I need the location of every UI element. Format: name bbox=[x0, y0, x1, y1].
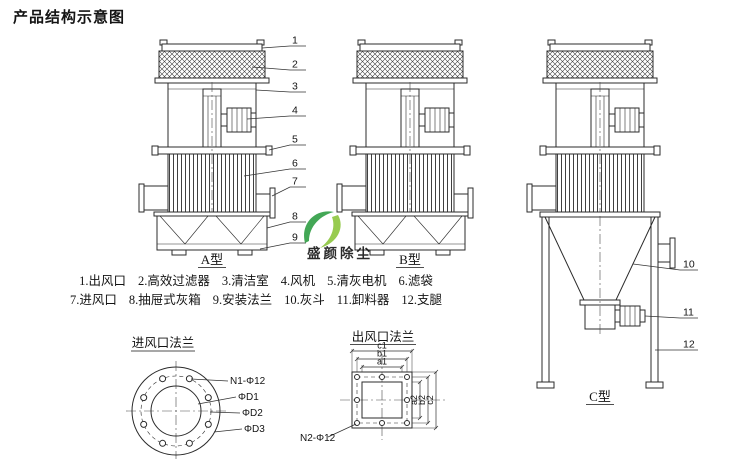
legend-line-1: 1.出风口 2.高效过滤器 3.清洁室 4.风机 5.清灰电机 6.滤袋 bbox=[79, 273, 433, 288]
inlet-flange-drawing: 进风口法兰 N1-Φ12 ΦD1 ΦD2 ΦD3 bbox=[126, 336, 266, 459]
collector-c-drawing: C型 bbox=[526, 39, 676, 405]
flange-outer-square bbox=[351, 371, 413, 429]
dim-c1-label: c1 bbox=[377, 341, 387, 351]
diameter-d3-label: ΦD3 bbox=[244, 424, 265, 435]
dim-line-a1 bbox=[359, 364, 405, 370]
callout-number: 4 bbox=[292, 105, 298, 117]
callout-2: 2 bbox=[251, 59, 306, 71]
callout-3: 3 bbox=[255, 81, 306, 93]
legend-item: 1.出风口 bbox=[79, 274, 126, 288]
legend-item: 4.风机 bbox=[281, 274, 316, 288]
callout-8: 8 bbox=[266, 211, 306, 229]
callout-1: 1 bbox=[261, 35, 306, 49]
dim-line-a2 bbox=[417, 379, 423, 421]
callout-number: 6 bbox=[292, 158, 298, 170]
callout-number: 10 bbox=[683, 259, 695, 271]
diameter-d1-label: ΦD1 bbox=[238, 392, 259, 403]
legend-item: 2.高效过滤器 bbox=[138, 273, 210, 288]
outlet-flange-title: 出风口法兰 bbox=[352, 330, 415, 344]
callout-9: 9 bbox=[259, 232, 306, 250]
callout-number: 3 bbox=[292, 81, 298, 93]
callout-number: 5 bbox=[292, 134, 298, 146]
callout-number: 9 bbox=[292, 232, 298, 244]
callout-number: 1 bbox=[292, 35, 298, 47]
legend-line-2: 7.进风口 8.抽屉式灰箱 9.安装法兰 10.灰斗 11.卸料器 12.支腿 bbox=[70, 292, 443, 307]
callout-number: 12 bbox=[683, 339, 695, 351]
page-title: 产品结构示意图 bbox=[13, 8, 125, 26]
legend-item: 10.灰斗 bbox=[284, 293, 325, 307]
legend-item: 9.安装法兰 bbox=[213, 292, 272, 307]
parts-legend: 1.出风口 2.高效过滤器 3.清洁室 4.风机 5.清灰电机 6.滤袋 7.进风口 8.抽… bbox=[70, 273, 443, 307]
legend-item: 5.清灰电机 bbox=[327, 274, 387, 288]
flange-bore-circle bbox=[150, 385, 202, 437]
diameter-d2-label: ΦD2 bbox=[242, 408, 263, 419]
legend-item: 6.滤袋 bbox=[399, 274, 434, 288]
watermark-text: 盛颜除尘 bbox=[307, 245, 373, 261]
callout-number: 7 bbox=[292, 176, 298, 188]
dim-b2-label: b2 bbox=[417, 395, 427, 405]
view-label-b: B型 bbox=[399, 252, 421, 267]
view-label-a: A型 bbox=[201, 252, 223, 267]
outlet-bolt-spec-label: N2-Φ12 bbox=[300, 433, 336, 444]
callout-12: 12 bbox=[655, 339, 698, 351]
callout-number: 8 bbox=[292, 211, 298, 223]
view-label-c: C型 bbox=[589, 389, 611, 404]
dim-line-c2 bbox=[433, 369, 439, 431]
flange-opening-square bbox=[361, 381, 403, 419]
dim-c2-label: c2 bbox=[425, 395, 435, 405]
callout-number: 11 bbox=[683, 307, 694, 319]
bolt-holes bbox=[354, 374, 410, 426]
dim-b1-label: b1 bbox=[377, 349, 387, 359]
callout-10: 10 bbox=[632, 259, 698, 271]
dim-line-b2 bbox=[425, 374, 431, 426]
bolt-holes bbox=[140, 375, 212, 447]
logo-swoosh-light bbox=[320, 215, 341, 248]
dim-line-c1 bbox=[349, 348, 415, 354]
legend-item: 8.抽屉式灰箱 bbox=[129, 292, 201, 307]
legend-item: 7.进风口 bbox=[70, 293, 117, 307]
logo-swoosh-dark bbox=[304, 211, 334, 243]
legend-item: 3.清洁室 bbox=[222, 273, 269, 288]
callout-6: 6 bbox=[243, 158, 306, 177]
callout-7: 7 bbox=[271, 176, 306, 197]
callout-5: 5 bbox=[268, 134, 306, 151]
inlet-flange-title: 进风口法兰 bbox=[132, 336, 195, 350]
dim-line-b1 bbox=[354, 356, 410, 362]
legend-item: 12.支腿 bbox=[401, 293, 442, 307]
outlet-flange-drawing: 出风口法兰 a1 b1 c1 a2 b2 c2 N2-Φ12 bbox=[300, 330, 446, 444]
callout-number: 2 bbox=[292, 59, 298, 71]
legend-item: 11.卸料器 bbox=[337, 292, 390, 307]
callout-11: 11 bbox=[644, 307, 698, 319]
collector-b-drawing: B型 bbox=[336, 39, 474, 268]
dim-a1-label: a1 bbox=[377, 357, 387, 367]
watermark-logo: 盛颜除尘 bbox=[304, 211, 373, 261]
dim-a2-label: a2 bbox=[409, 395, 419, 405]
collector-a-drawing: A型 bbox=[138, 39, 276, 268]
callout-4: 4 bbox=[246, 105, 306, 120]
inlet-bolt-spec-label: N1-Φ12 bbox=[230, 376, 266, 387]
flange-outer-circle bbox=[131, 366, 221, 456]
bolt-circle bbox=[140, 375, 212, 447]
